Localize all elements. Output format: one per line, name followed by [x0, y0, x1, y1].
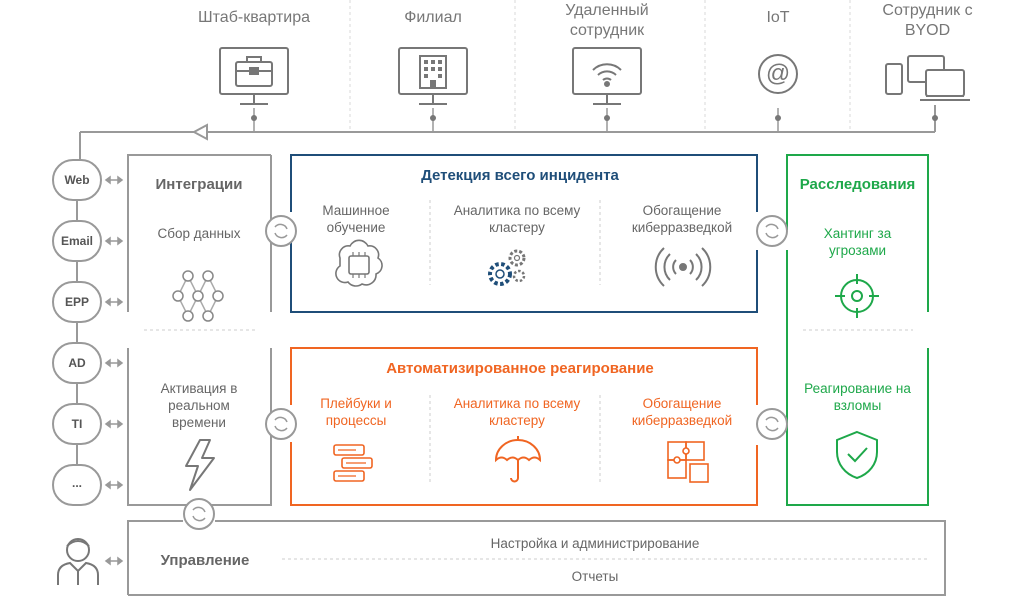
target-crosshair-icon: [835, 274, 879, 318]
refresh-icon: [265, 215, 297, 247]
data-collection-label: Сбор данных: [157, 226, 241, 241]
refresh-icon: [183, 498, 215, 530]
machine-learning-label: Машинное обучение: [322, 203, 390, 235]
cluster-analytics-label: Аналитика по всему кластеру: [453, 203, 581, 235]
monitor-wifi-icon: [572, 47, 642, 105]
iot-label: IoT: [766, 9, 790, 26]
monitor-building-icon: [398, 47, 468, 105]
byod-label: Сотрудник с BYOD: [882, 2, 973, 39]
neural-network-icon: [172, 270, 224, 322]
shield-check-icon: [836, 430, 878, 480]
distribution-line: [79, 105, 938, 160]
breach-response-label: Реагирование на взломы: [804, 381, 911, 413]
source-more: ...: [71, 476, 82, 490]
brain-chip-icon: [335, 239, 383, 287]
at-sign-icon: [758, 54, 798, 94]
source-ad: AD: [68, 356, 86, 370]
response-cluster-analytics-label: Аналитика по всему кластеру: [453, 396, 581, 428]
puzzle-icon: [667, 441, 709, 483]
integrations-box: [127, 154, 272, 506]
response-title: Автоматизированное реагирование: [386, 360, 654, 377]
at-sign-glyph: @: [765, 60, 791, 87]
config-admin-label: Настройка и администрирование: [490, 536, 700, 551]
threat-hunting-label: Хантинг за угрозами: [823, 226, 892, 258]
response-enrichment-label: Обогащение киберразведкой: [631, 396, 733, 428]
hq-label: Штаб-квартира: [197, 9, 311, 26]
source-email: Email: [60, 234, 93, 248]
playbooks-label: Плейбуки и процессы: [320, 396, 392, 428]
realtime-activation-label: Активация в реальном времени: [160, 381, 238, 430]
detection-title: Детекция всего инцидента: [421, 167, 619, 184]
integrations-title: Интеграции: [155, 176, 243, 193]
investigation-box: [786, 154, 929, 506]
umbrella-icon: [494, 436, 542, 483]
top-separators: [349, 0, 851, 130]
investigation-title: Расследования: [799, 176, 916, 193]
response-box: [290, 347, 758, 506]
threat-intel-enrichment-label: Обогащение киберразведкой: [631, 203, 733, 235]
user-icon: [57, 538, 99, 585]
source-ti: TI: [71, 417, 83, 431]
source-pills: [52, 159, 102, 506]
reports-label: Отчеты: [571, 569, 619, 584]
refresh-icon: [756, 215, 788, 247]
lightning-icon: [185, 439, 215, 491]
refresh-icon: [265, 408, 297, 440]
devices-icon: [885, 55, 970, 101]
monitor-briefcase-icon: [219, 47, 289, 105]
source-web: Web: [64, 173, 90, 187]
detection-box: [290, 154, 758, 313]
signal-broadcast-icon: [654, 247, 712, 287]
remote-label: Удаленный сотрудник: [565, 2, 649, 39]
gears-icon: [488, 249, 526, 286]
playbooks-icon: [333, 444, 373, 482]
source-epp: EPP: [64, 295, 89, 309]
refresh-icon: [756, 408, 788, 440]
double-arrows: [104, 175, 124, 566]
management-box: [127, 520, 946, 596]
management-title: Управление: [160, 552, 250, 569]
branch-label: Филиал: [404, 9, 462, 26]
